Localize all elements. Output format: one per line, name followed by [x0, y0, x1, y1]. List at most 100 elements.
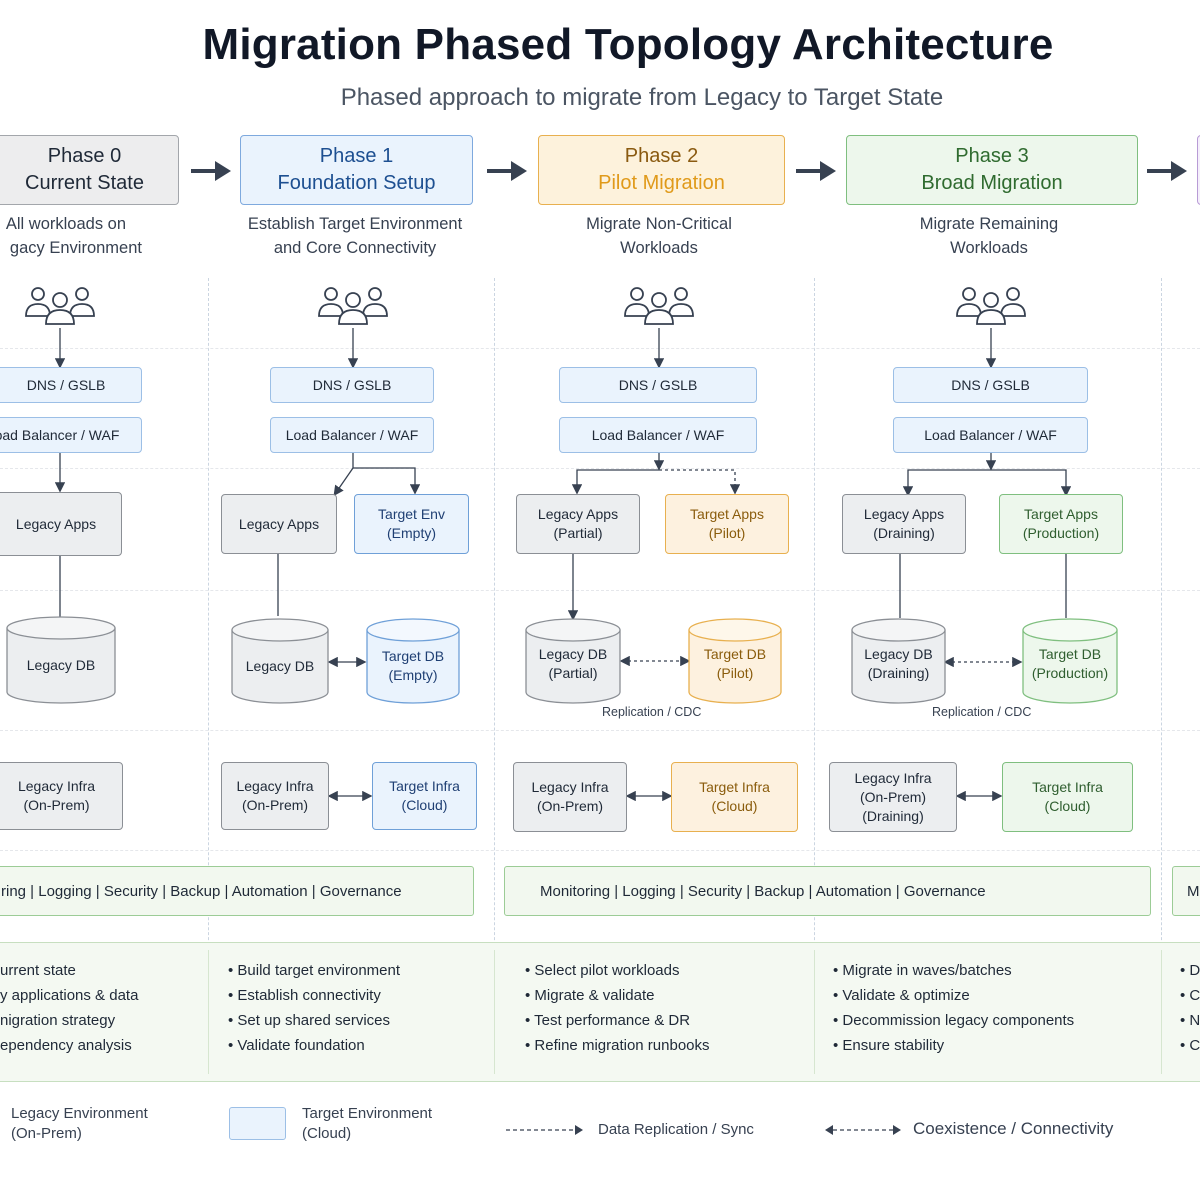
phase-2-activities: • Select pilot workloads • Migrate & val… [525, 958, 810, 1058]
legacy-infra-box: Legacy Infra (On-Prem) [0, 762, 123, 830]
legacy-apps-status: (Draining) [873, 525, 935, 541]
activity-item: • Test performance & DR [525, 1012, 691, 1029]
legacy-infra-status: (Draining) [862, 807, 924, 824]
legacy-infra-label: Legacy Infra [236, 778, 314, 794]
phase-1-activities: • Build target environment • Establish c… [228, 958, 488, 1058]
arrow-right-icon [796, 161, 836, 181]
target-infra-location: (Cloud) [1044, 798, 1091, 814]
activity-item: y applications & data [0, 987, 139, 1004]
phase-1-title: Phase 1 [319, 145, 394, 167]
legacy-apps-label: Legacy Apps [15, 515, 97, 532]
legacy-db-label: Legacy DB (Draining) [851, 630, 946, 698]
activity-item: • Decommission legacy components [833, 1012, 1075, 1029]
target-db-cylinder [688, 618, 782, 704]
legacy-apps-label: Legacy Apps [238, 515, 320, 532]
legacy-apps-box: Legacy Apps (Draining) [842, 494, 966, 554]
phase-0-activities: urrent state y applications & data nigra… [0, 958, 200, 1058]
legacy-infra-box: Legacy Infra (On-Prem) (Draining) [829, 762, 957, 832]
row-divider [0, 730, 1200, 731]
legacy-db-label: Legacy DB [6, 630, 116, 700]
shared-services-label: M [1187, 882, 1200, 900]
row-divider [0, 468, 1200, 469]
dns-gslb-label: DNS / GSLB [951, 376, 1030, 393]
dns-gslb-box: DNS / GSLB [559, 367, 757, 403]
activities-divider [208, 950, 209, 1074]
load-balancer-box: Load Balancer / WAF [559, 417, 757, 453]
double-dashed-arrow-icon [825, 1125, 901, 1135]
load-balancer-box: Load Balancer / WAF [893, 417, 1088, 453]
load-balancer-label: Load Balancer / WAF [285, 426, 419, 443]
load-balancer-label: Load Balancer / WAF [591, 426, 725, 443]
phase-3-subtitle: Broad Migration [921, 172, 1063, 194]
legacy-apps-label: Legacy Apps [863, 506, 945, 522]
row-divider [0, 590, 1200, 591]
phase-0-desc-line1: All workloads on [5, 215, 126, 233]
activity-item: • Build target environment [228, 962, 401, 979]
phase-0-desc-line2: gacy Environment [9, 239, 142, 257]
activity-item: • Migrate & validate [525, 987, 655, 1004]
target-db-label: Target DB (Production) [1022, 630, 1118, 698]
legacy-db-label: Legacy DB (Partial) [525, 630, 621, 698]
load-balancer-label: Load Balancer / WAF [924, 426, 1057, 443]
phase-3-header: Phase 3 Broad Migration [846, 135, 1138, 205]
legacy-db-cylinder [231, 618, 329, 704]
dashed-arrow-icon [506, 1125, 583, 1135]
activities-divider [494, 950, 495, 1074]
legacy-apps-status: (Partial) [553, 525, 603, 541]
column-divider [208, 278, 209, 1080]
legacy-db-status: (Partial) [548, 665, 598, 681]
legacy-apps-label: Legacy Apps [537, 506, 619, 522]
replication-cdc-note: Replication / CDC [932, 705, 1032, 719]
arrow-right-icon [191, 161, 231, 181]
legacy-apps-box: Legacy Apps [221, 494, 337, 554]
legacy-db-name: Legacy DB [538, 646, 608, 662]
legacy-db-cylinder [851, 618, 946, 704]
phase-2-header: Phase 2 Pilot Migration [538, 135, 785, 205]
dns-gslb-label: DNS / GSLB [312, 376, 392, 393]
legacy-db-label: Legacy DB [231, 632, 329, 700]
legacy-infra-location: (On-Prem) [536, 798, 604, 814]
phase-3-title: Phase 3 [955, 145, 1029, 167]
phase-4-header [1197, 135, 1200, 205]
activity-item: urrent state [0, 962, 76, 979]
target-db-name: Target DB [703, 646, 767, 662]
target-db-status: (Empty) [388, 667, 438, 683]
activity-item: • Migrate in waves/batches [833, 962, 1012, 979]
phase-2-subtitle: Pilot Migration [598, 172, 725, 194]
phase-2-desc-line1: Migrate Non-Critical [586, 215, 732, 233]
legacy-apps-box: Legacy Apps [0, 492, 122, 556]
activity-item: • Ensure stability [833, 1037, 945, 1054]
activity-item: • Refine migration runbooks [525, 1037, 710, 1054]
legend-coexistence-label: Coexistence / Connectivity [913, 1119, 1114, 1138]
legacy-db-name: Legacy DB [245, 657, 315, 674]
legacy-infra-location: (On-Prem) [23, 797, 90, 813]
target-env-status: (Empty) [387, 525, 436, 541]
target-apps-status: (Production) [1022, 525, 1100, 541]
phase-1-description: Establish Target Environment and Core Co… [225, 212, 485, 260]
phase-2-description: Migrate Non-Critical Workloads [539, 212, 779, 260]
activities-divider [814, 950, 815, 1074]
target-db-cylinder [1022, 618, 1118, 704]
phase-2-title: Phase 2 [624, 145, 699, 167]
activity-item: • Set up shared services [228, 1012, 390, 1029]
legend-legacy-label: Legacy Environment (On-Prem) [11, 1104, 148, 1144]
activity-item: • D [1180, 962, 1200, 979]
replication-cdc-note: Replication / CDC [602, 705, 702, 719]
activity-item: nigration strategy [0, 1012, 116, 1029]
legacy-db-name: Legacy DB [26, 656, 96, 673]
activity-item: • Establish connectivity [228, 987, 381, 1004]
target-infra-label: Target Infra [699, 779, 770, 795]
legend-target-swatch [229, 1107, 286, 1140]
phase-3-desc-line2: Workloads [950, 239, 1028, 257]
phase-3-description: Migrate Remaining Workloads [869, 212, 1109, 260]
activity-item: • Validate & optimize [833, 987, 970, 1004]
target-apps-status: (Pilot) [708, 525, 746, 541]
target-apps-label: Target Apps [1024, 506, 1098, 522]
users-icon [956, 287, 1026, 325]
phase-1-desc-line2: and Core Connectivity [273, 239, 437, 257]
target-apps-label: Target Apps [690, 506, 764, 522]
target-infra-label: Target Infra [1032, 779, 1103, 795]
load-balancer-label: oad Balancer / WAF [0, 426, 120, 443]
activity-item: • Select pilot workloads [525, 962, 680, 979]
page-subtitle: Phased approach to migrate from Legacy t… [340, 84, 944, 111]
